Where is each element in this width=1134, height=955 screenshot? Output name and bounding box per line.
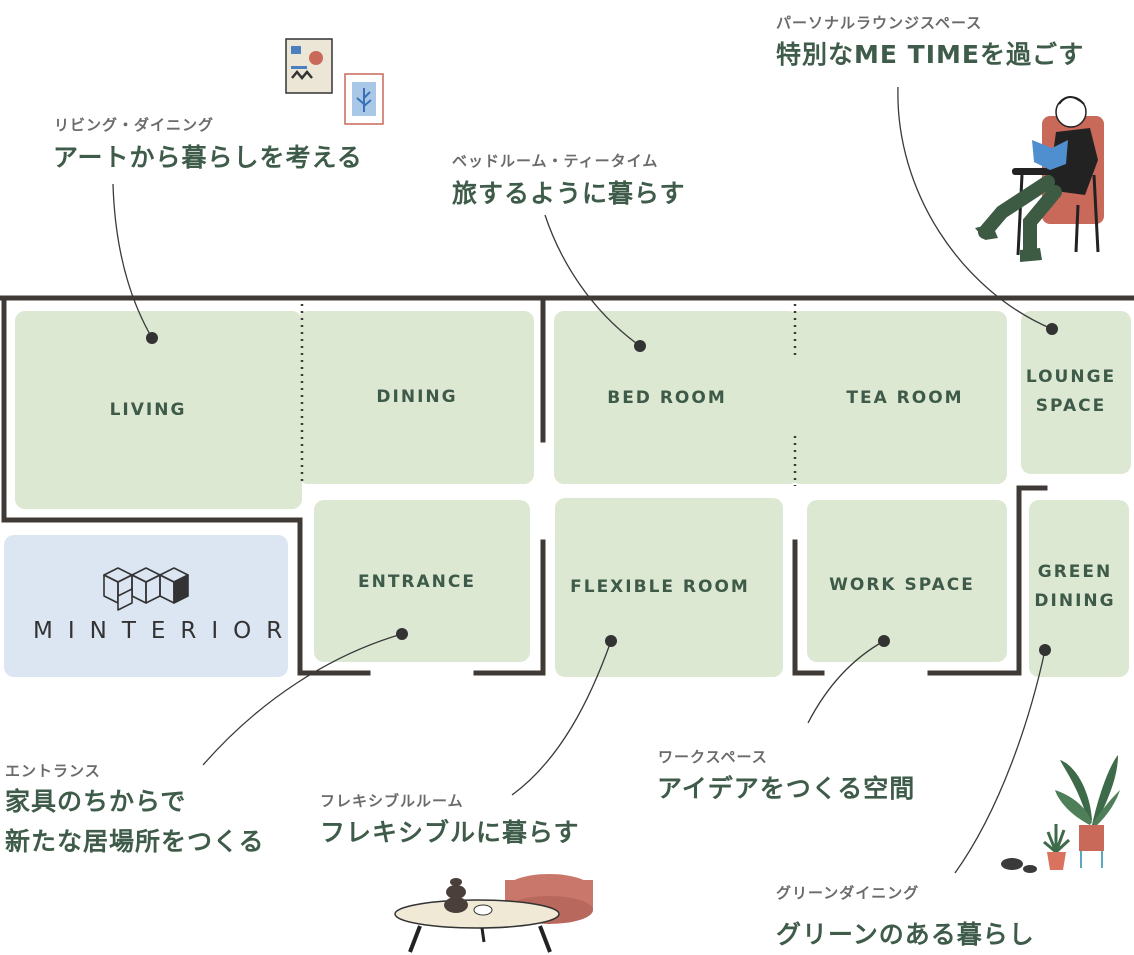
- plant-icon: [1001, 755, 1120, 873]
- label-flexible: FLEXIBLE ROOM: [570, 577, 750, 597]
- label-lounge-1: LOUNGE: [1026, 367, 1116, 387]
- caption-flexible-sub: フレキシブルルーム: [320, 792, 464, 810]
- label-living: LIVING: [110, 400, 187, 420]
- caption-workspace-main: アイデアをつくる空間: [657, 774, 916, 803]
- room-tearoom[interactable]: [790, 311, 1007, 484]
- room-green-dining[interactable]: [1029, 500, 1129, 677]
- logo-box: [4, 535, 288, 677]
- dashed-partitions: [300, 304, 797, 486]
- label-bedroom: BED ROOM: [607, 388, 727, 408]
- logo-text: MINTERIOR: [33, 618, 298, 644]
- leader-dots: [146, 323, 1058, 656]
- art-frames-icon: [285, 38, 384, 125]
- label-entrance: ENTRANCE: [358, 572, 476, 592]
- caption-lounge-main: 特別なME TIMEを過ごす: [776, 40, 1085, 69]
- room-workspace[interactable]: [807, 500, 1007, 662]
- label-tearoom: TEA ROOM: [846, 388, 963, 408]
- person-reading-icon: [975, 96, 1104, 262]
- caption-flexible-main: フレキシブルに暮らす: [320, 818, 580, 847]
- caption-lounge-sub: パーソナルラウンジスペース: [776, 14, 983, 32]
- label-dining: DINING: [376, 387, 457, 407]
- room-dining[interactable]: [298, 311, 534, 484]
- caption-living-main: アートから暮らしを考える: [53, 143, 363, 172]
- caption-workspace-sub: ワークスペース: [658, 748, 768, 766]
- caption-bedroom-sub: ベッドルーム・ティータイム: [452, 152, 659, 170]
- label-green-1: GREEN: [1038, 562, 1113, 582]
- caption-entrance-main-2: 新たな居場所をつくる: [5, 827, 265, 856]
- caption-green-sub: グリーンダイニング: [776, 884, 920, 902]
- label-green-2: DINING: [1034, 591, 1115, 611]
- caption-bedroom-main: 旅するように暮らす: [452, 179, 686, 208]
- label-workspace: WORK SPACE: [829, 575, 975, 595]
- cube-logo-icon: [103, 567, 189, 611]
- caption-green-main: グリーンのある暮らし: [776, 920, 1035, 949]
- room-living[interactable]: [15, 311, 302, 509]
- room-flexible[interactable]: [555, 498, 783, 677]
- walls: [0, 295, 1134, 676]
- leader-lines: [112, 86, 1053, 874]
- coffee-table-icon: [394, 874, 593, 953]
- caption-living-sub: リビング・ダイニング: [54, 116, 215, 134]
- room-lounge[interactable]: [1021, 311, 1131, 474]
- label-lounge-2: SPACE: [1036, 396, 1106, 416]
- room-entrance[interactable]: [314, 500, 530, 662]
- caption-entrance-main-1: 家具のちからで: [5, 787, 187, 816]
- room-bedroom[interactable]: [554, 311, 799, 484]
- caption-entrance-sub: エントランス: [5, 762, 101, 780]
